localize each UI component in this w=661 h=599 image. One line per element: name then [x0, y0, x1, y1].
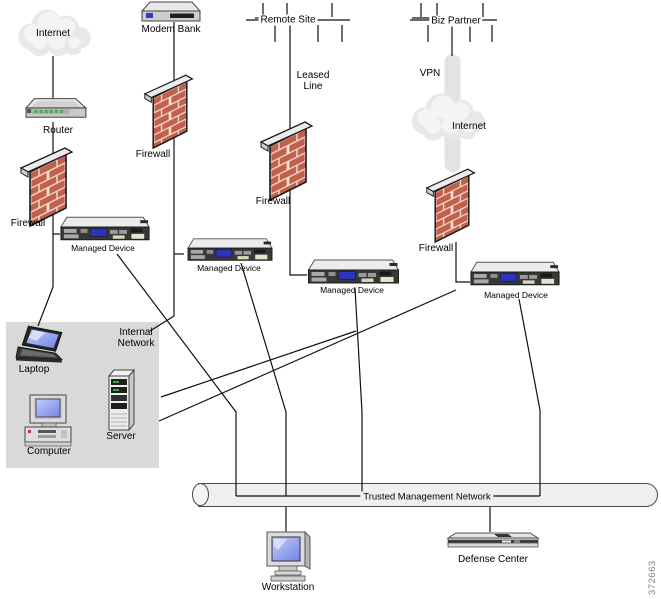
modem-bank-icon — [140, 1, 202, 22]
managed-device-icon-3 — [308, 259, 399, 284]
vpn-label: VPN — [419, 68, 441, 79]
link-md3-pipe — [354, 287, 363, 496]
defense-center-label: Defense Center — [457, 554, 529, 565]
managed-device-icon-2 — [187, 238, 273, 261]
managed-device-icon-1 — [60, 216, 150, 241]
laptop-label: Laptop — [18, 364, 50, 375]
internet-cloud-icon-vpn — [411, 93, 486, 141]
internal-network-label: Internal Network — [117, 327, 155, 349]
managed-device-icon-4 — [470, 261, 560, 286]
figure-number: 372663 — [647, 560, 658, 595]
workstation-icon — [266, 530, 311, 582]
internet-left-label: Internet — [36, 28, 70, 39]
server-label: Server — [106, 431, 136, 442]
firewall-4-label: Firewall — [418, 243, 454, 254]
managed-device-3-label: Managed Device — [320, 285, 384, 295]
firewall-3-label: Firewall — [255, 196, 291, 207]
firewall-icon-3 — [260, 121, 313, 201]
defense-center-icon — [446, 532, 540, 548]
link-md1-pipe — [116, 253, 237, 496]
link-internal-md3 — [160, 330, 357, 398]
workstation-label: Workstation — [261, 582, 315, 593]
modem-bank-label: Modem Bank — [141, 24, 201, 35]
computer-label: Computer — [27, 446, 71, 457]
desktop-computer-icon — [24, 394, 72, 447]
firewall-2-label: Firewall — [135, 149, 171, 160]
firewall-icon-2 — [144, 74, 194, 149]
remote-site-label: Remote Site — [258, 14, 318, 26]
internet-right-label: Internet — [452, 121, 486, 132]
managed-device-4-label: Managed Device — [484, 290, 548, 300]
laptop-icon — [15, 325, 64, 363]
trusted-management-network-label: Trusted Management Network — [360, 491, 494, 503]
pipe-end-cap — [192, 482, 209, 506]
link-md2-pipe — [240, 262, 287, 496]
link-md4-pipe — [518, 298, 541, 496]
router-label: Router — [42, 125, 74, 136]
managed-device-2-label: Managed Device — [197, 263, 261, 273]
server-icon — [107, 368, 136, 432]
link-firewall4-md4 — [455, 242, 470, 283]
firewall-icon-4 — [426, 168, 476, 243]
biz-partner-label: Biz Partner — [429, 15, 483, 27]
router-icon — [24, 98, 88, 118]
leased-line-label: Leased Line — [296, 70, 330, 92]
firewall-1-label: Firewall — [10, 218, 46, 229]
managed-device-1-label: Managed Device — [71, 243, 135, 253]
link-internal-md4 — [158, 289, 457, 422]
link-remotesite-firewall-md3 — [289, 20, 307, 276]
